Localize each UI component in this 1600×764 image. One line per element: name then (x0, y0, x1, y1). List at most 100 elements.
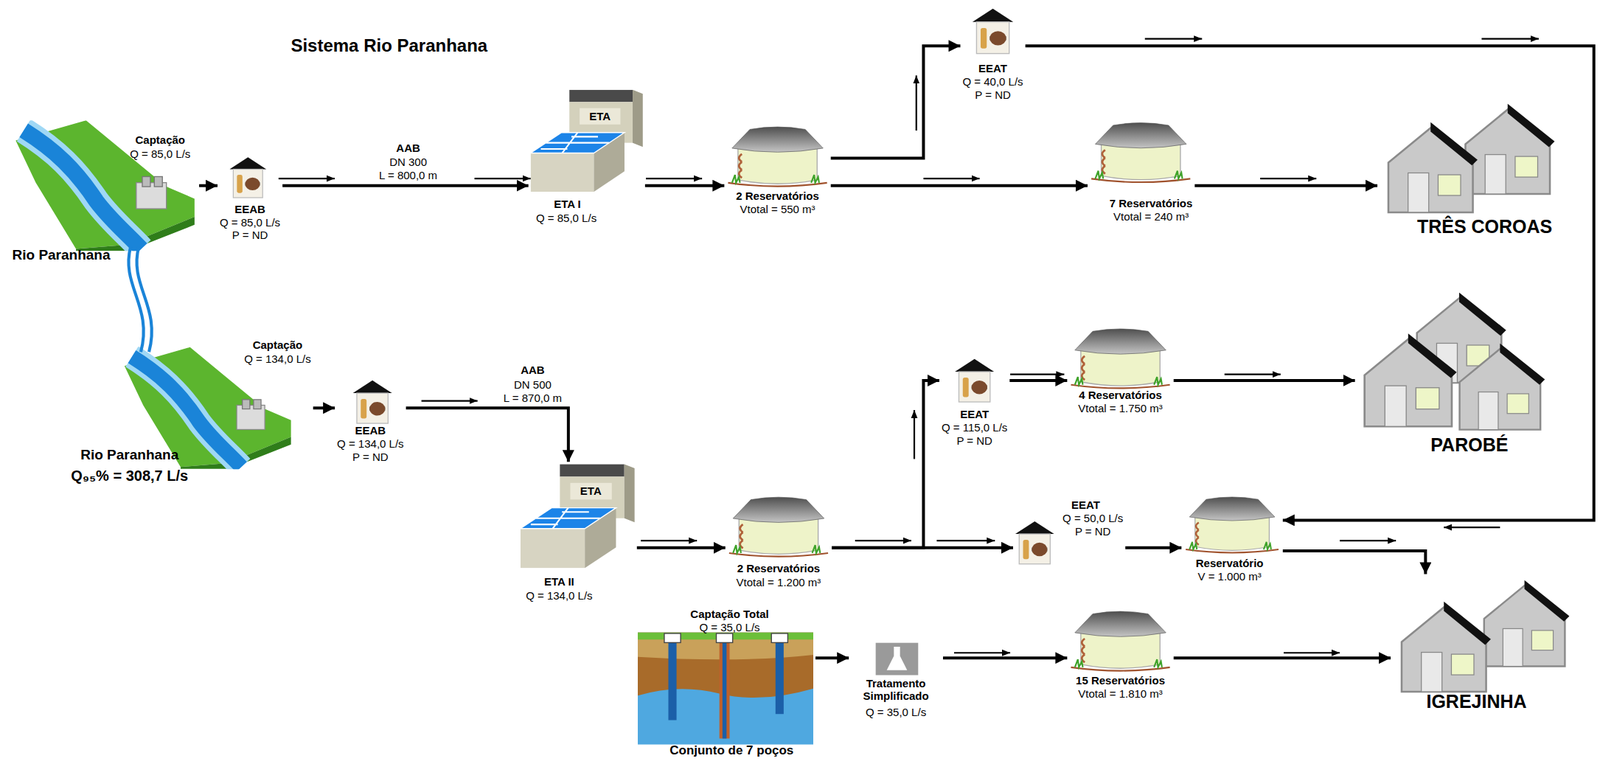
node-text: 2 Reservatórios (737, 561, 821, 575)
node-text: Q = 50,0 L/s (1062, 511, 1123, 525)
pipe-connector (1025, 45, 1595, 520)
node-text: Vtotal = 1.200 m³ (736, 575, 822, 589)
node-text: ETA II (544, 575, 575, 588)
pump-station: EEABQ = 134,0 L/sP = ND (334, 377, 406, 466)
pipe-connector (1194, 184, 1378, 188)
node-text: IGREJINHA (1425, 690, 1527, 713)
reservoir: 4 ReservatóriosVtotal = 1.750 m³ (1066, 324, 1174, 417)
node-text: P = ND (956, 434, 993, 447)
node-text: Vtotal = 1.750 m³ (1077, 401, 1163, 415)
node-text: EEAT (978, 61, 1008, 75)
house-icon (1465, 103, 1555, 194)
node-text: P = ND (352, 450, 389, 464)
node-text: ETA (580, 484, 602, 497)
treatment-unit: Tratamento SimplificadoQ = 35,0 L/s (848, 640, 944, 721)
free-label: DN 500 (513, 378, 552, 391)
node-text: PAROBÉ (1430, 434, 1508, 456)
flow-arrows (278, 39, 1539, 654)
pipe-connector (282, 184, 529, 188)
wells-icon (637, 632, 814, 745)
node-text: Reservatório (1195, 556, 1264, 570)
free-label: Q₉₅% = 308,7 L/s (70, 467, 189, 485)
node-text: Q = 134,0 L/s (244, 352, 311, 365)
pump-icon (1015, 521, 1055, 565)
tank-icon (1185, 496, 1279, 553)
node-text: TRÊS COROAS (1417, 216, 1553, 238)
node-text: 15 Reservatórios (1075, 673, 1165, 687)
node-text: Q = 85,0 L/s (129, 147, 191, 160)
pump-icon (954, 359, 994, 402)
node-text: Q = 35,0 L/s (865, 705, 927, 719)
pump-station: EEABQ = 85,0 L/sP = ND (217, 154, 283, 244)
pipe-connector (830, 45, 961, 158)
node-text: 7 Reservatórios (1109, 196, 1193, 210)
free-label: L = 800,0 m (378, 168, 438, 182)
treatment-icon (875, 642, 918, 675)
tank-icon (727, 126, 827, 186)
house-icon (1364, 333, 1457, 427)
node-text: Q = 115,0 L/s (941, 421, 1008, 434)
free-label: Rio Paranhana (80, 446, 179, 464)
free-label: DN 300 (389, 155, 427, 169)
node-text: Conjunto de 7 poços (669, 743, 794, 758)
pump-icon (229, 157, 267, 198)
node-text: P = ND (232, 228, 269, 242)
pump-icon (353, 380, 393, 424)
house-icon (1401, 601, 1491, 692)
treatment-plant: ETA ETA IQ = 85,0 L/s (528, 87, 646, 228)
node-text: ETA (589, 109, 611, 123)
house-icon (1484, 580, 1570, 667)
house-icon (1388, 122, 1478, 213)
node-text: Captação (135, 133, 186, 146)
pipe-connector (645, 184, 725, 188)
free-label: Rio Paranhana (12, 247, 111, 264)
node-text: EEAB (355, 423, 387, 437)
node-text: 2 Reservatórios (735, 189, 820, 203)
node-text: Q = 85,0 L/s (536, 211, 597, 225)
tank-icon (1070, 328, 1170, 388)
node-text: Captação Total (690, 607, 769, 621)
node-text: Q = 35,0 L/s (698, 620, 760, 634)
pipe-connector (1009, 378, 1067, 382)
city: TRÊS COROAS (1377, 99, 1558, 239)
river-intake (15, 120, 195, 251)
pipe-connector (943, 656, 1067, 660)
node-text: Captação (252, 338, 304, 351)
pipe-connector (406, 407, 569, 462)
node-text: Q = 134,0 L/s (525, 589, 593, 602)
intake: CaptaçãoQ = 134,0 L/s (122, 336, 314, 472)
pipe-connector (313, 406, 335, 410)
node-text: P = ND (1075, 524, 1112, 538)
node-text: EEAT (960, 407, 989, 421)
pipe-connector (1173, 656, 1391, 660)
free-label: L = 870,0 m (503, 391, 562, 405)
node-text: Vtotal = 550 m³ (739, 202, 815, 216)
plant-icon (520, 463, 635, 568)
free-label: AAB (395, 141, 421, 155)
treatment-plant: ETA ETA IIQ = 134,0 L/s (518, 461, 638, 604)
pipe-connector (831, 546, 1014, 550)
free-label: AAB (520, 363, 545, 377)
reservoir: 2 ReservatóriosVtotal = 1.200 m³ (725, 492, 832, 592)
node-text: Q = 85,0 L/s (219, 216, 281, 229)
city: IGREJINHA (1390, 573, 1572, 715)
reservoir: ReservatórioV = 1.000 m³ (1181, 492, 1283, 585)
pipe-connector (831, 380, 940, 548)
node-text: 4 Reservatórios (1078, 388, 1163, 402)
node-text: ETA I (553, 197, 582, 211)
node-text: Q = 40,0 L/s (962, 75, 1023, 88)
reservoir: 15 ReservatóriosVtotal = 1.810 m³ (1066, 606, 1174, 702)
pump-station: EEATQ = 115,0 L/sP = ND (939, 355, 1010, 450)
reservoir: 7 ReservatóriosVtotal = 240 m³ (1087, 117, 1195, 225)
reservoir: 2 ReservatóriosVtotal = 550 m³ (724, 122, 831, 218)
pipe-connector (815, 656, 849, 660)
pump-station: EEATQ = 40,0 L/sP = ND (960, 5, 1025, 104)
pipe-connector (1125, 546, 1182, 550)
pipe-connector (1282, 550, 1426, 575)
node-text: Vtotal = 240 m³ (1113, 210, 1189, 223)
node-text: EEAB (234, 202, 266, 216)
node-text: V = 1.000 m³ (1197, 569, 1261, 583)
